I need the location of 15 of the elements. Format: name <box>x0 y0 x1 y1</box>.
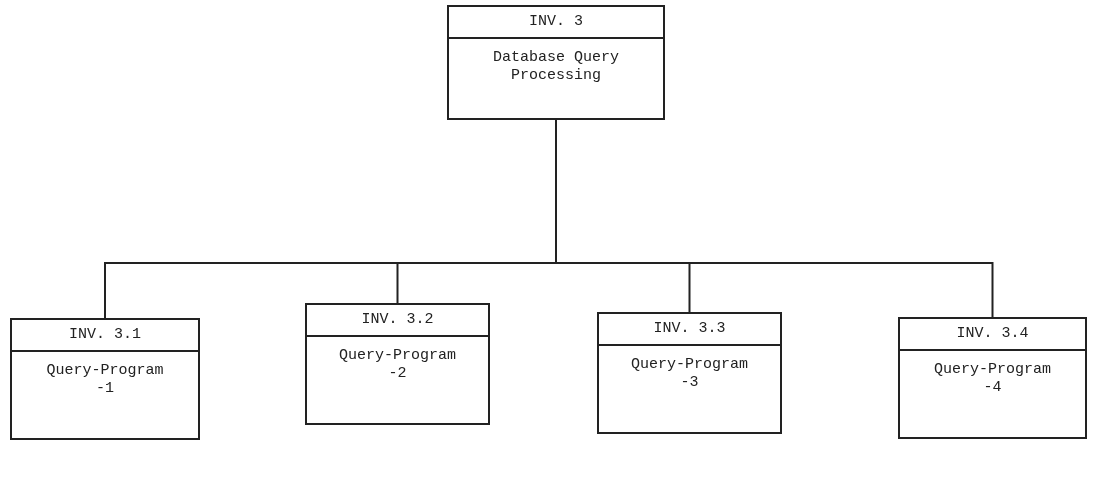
box-label: Query-Program -3 <box>630 356 749 392</box>
box-heading: INV. 3.4 <box>900 319 1085 351</box>
process-box <box>305 303 490 425</box>
box-heading: INV. 3.1 <box>12 320 198 352</box>
process-box <box>10 318 200 440</box>
box-label: Query-Program -4 <box>933 361 1052 397</box>
process-box <box>447 5 665 120</box>
box-heading: INV. 3 <box>449 7 663 39</box>
box-heading: INV. 3.3 <box>599 314 780 346</box>
process-box <box>898 317 1087 439</box>
box-heading: INV. 3.2 <box>307 305 488 337</box>
box-label: Query-Program -2 <box>338 347 457 383</box>
box-label: Database Query Processing <box>492 49 620 85</box>
process-box <box>597 312 782 434</box>
box-label: Query-Program -1 <box>45 362 165 398</box>
